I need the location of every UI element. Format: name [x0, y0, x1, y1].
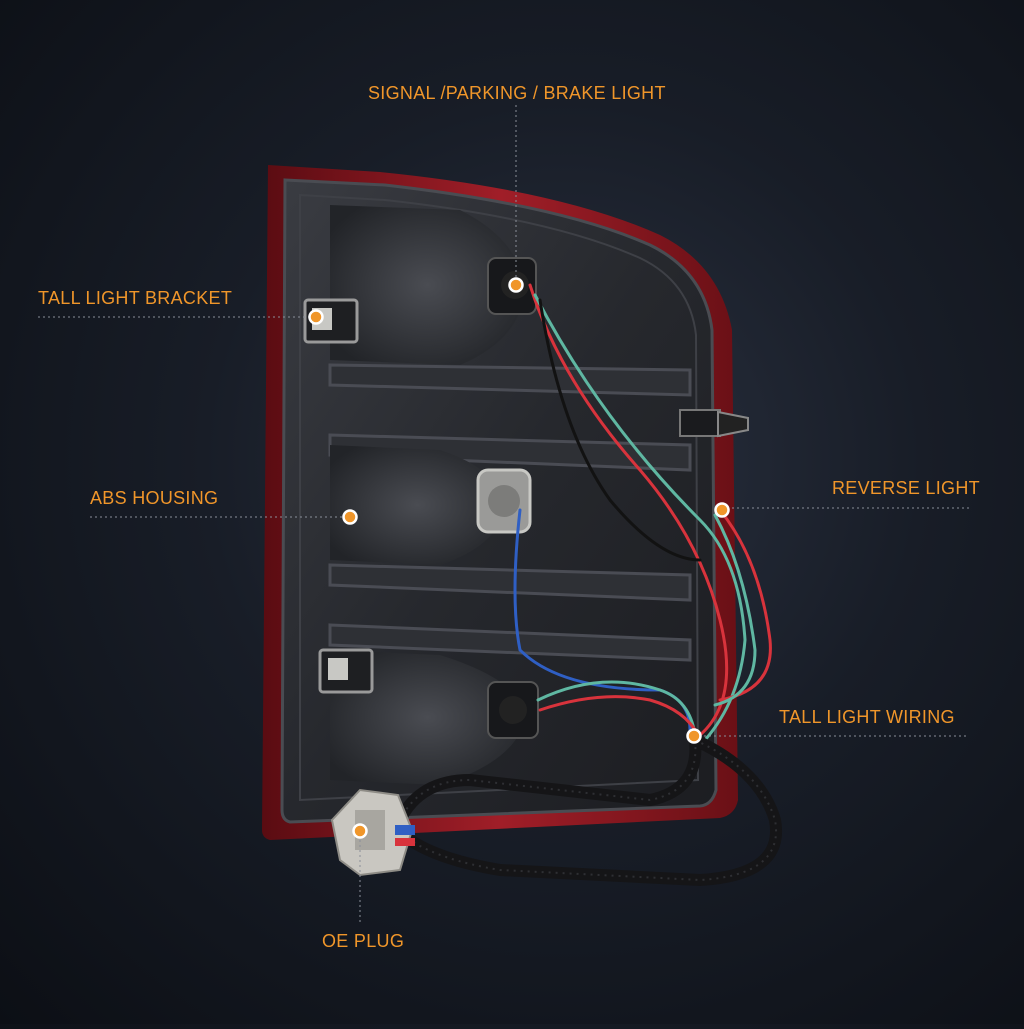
- oe-plug-connector: [330, 788, 415, 877]
- reverse-light-label: REVERSE LIGHT: [832, 478, 980, 498]
- tail-light-wiring-label: TALL LIGHT WIRING: [779, 707, 955, 727]
- mounting-stud: [679, 409, 749, 438]
- abs-housing-label: ABS HOUSING: [90, 488, 219, 508]
- oe-plug-label: OE PLUG: [322, 931, 405, 951]
- signal-brake-light-label: SIGNAL /PARKING / BRAKE LIGHT: [368, 83, 666, 103]
- lower-bracket: [318, 648, 374, 694]
- callout-dot-signal: [508, 277, 524, 293]
- lower-reflector: [330, 650, 525, 785]
- callout-dot-abs: [342, 509, 358, 525]
- middle-reflector: [330, 445, 505, 565]
- callout-dot-oe: [352, 823, 368, 839]
- reverse-bulb-socket: [476, 468, 532, 534]
- callout-dot-reverse: [714, 502, 730, 518]
- tail-light-bracket-label: TALL LIGHT BRACKET: [38, 288, 233, 308]
- callout-dot-bracket: [308, 309, 324, 325]
- upper-reflector: [330, 205, 525, 365]
- callout-dot-wiring: [686, 728, 702, 744]
- lower-bulb-socket: [487, 681, 539, 739]
